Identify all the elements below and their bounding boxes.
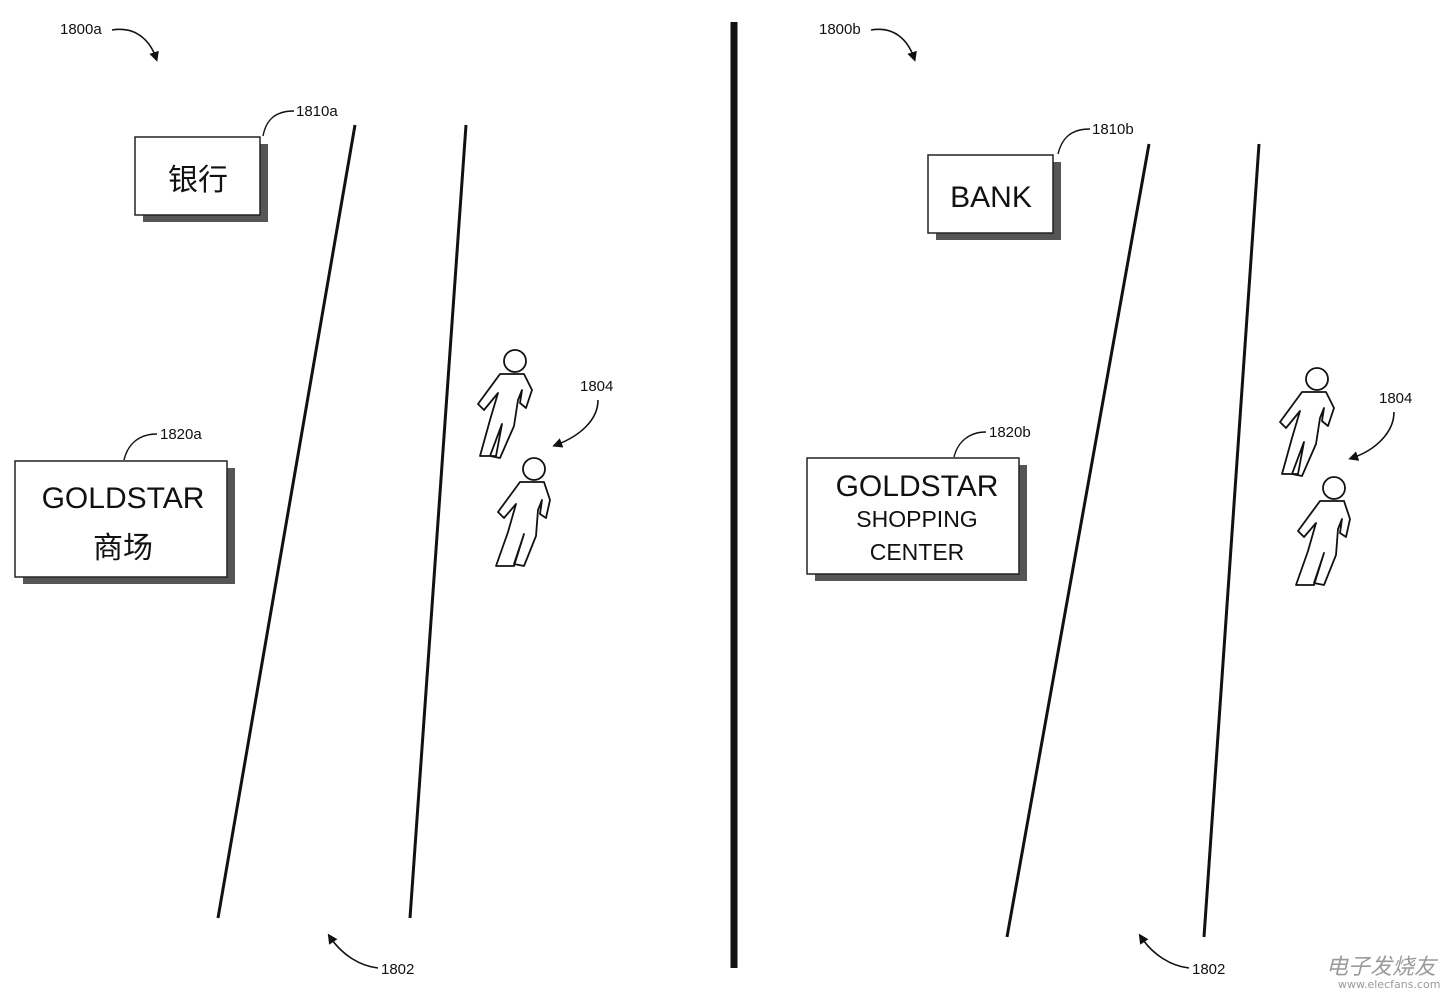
sign-goldstar-chinese-line1: GOLDSTAR xyxy=(42,482,205,515)
sign-goldstar-chinese-line2: 商场 xyxy=(93,532,153,565)
sign-bank-chinese-text: 银行 xyxy=(168,164,228,197)
road-ref-arrow-right xyxy=(1138,933,1190,969)
pedestrians-ref-arrow-left xyxy=(552,399,599,448)
pedestrians-ref-label-right: 1804 xyxy=(1379,390,1412,407)
pedestrian-icon xyxy=(495,457,551,567)
sign-bank-ref-label-right: 1810b xyxy=(1092,121,1134,138)
sign-bank-chinese: 银行 xyxy=(134,136,268,222)
sign-bank-english-text: BANK xyxy=(950,181,1032,214)
watermark-url: www.elecfans.com xyxy=(1338,978,1440,991)
sign-bank-ref-leader-right xyxy=(1057,128,1091,155)
sign-goldstar-ref-leader-left xyxy=(123,433,158,461)
figure-ref-label-left: 1800a xyxy=(60,21,102,38)
road-edge-right-inner xyxy=(1202,143,1261,938)
watermark-text: 电子发烧友 xyxy=(1326,955,1439,980)
watermark: 电子发烧友 www.elecfans.com xyxy=(1326,955,1440,991)
pedestrians-ref-label-left: 1804 xyxy=(580,378,613,395)
sign-goldstar-ref-leader-right xyxy=(953,431,987,458)
figure-ref-label-right: 1800b xyxy=(819,21,861,38)
figure-ref-arrow-right xyxy=(870,28,917,62)
sign-goldstar-english: GOLDSTAR SHOPPING CENTER xyxy=(806,457,1027,581)
pedestrian-icon xyxy=(1279,367,1335,477)
sign-goldstar-english-line3: CENTER xyxy=(870,539,965,565)
pedestrians-ref-arrow-right xyxy=(1348,411,1395,461)
pedestrian-icon xyxy=(477,349,533,459)
sign-goldstar-ref-label-right: 1820b xyxy=(989,424,1031,441)
sign-bank-ref-label-left: 1810a xyxy=(296,103,338,120)
figure-ref-arrow-left xyxy=(111,28,159,62)
sign-goldstar-english-line1: GOLDSTAR xyxy=(836,470,999,503)
sign-goldstar-english-line2: SHOPPING xyxy=(856,506,977,532)
road-ref-label-right: 1802 xyxy=(1192,961,1225,978)
right-panel: 1800b BANK 1810b GOLDSTAR SHOPPING CENTE… xyxy=(806,21,1412,978)
sign-goldstar-chinese: GOLDSTAR 商场 xyxy=(14,460,235,584)
sign-goldstar-ref-label-left: 1820a xyxy=(160,426,202,443)
road-edge-left-outer xyxy=(216,124,357,919)
sign-bank-english: BANK xyxy=(927,154,1061,240)
left-panel: 1800a 银行 1810a GOLDSTAR 商场 1820a xyxy=(14,21,613,978)
road-edge-left-inner xyxy=(408,124,468,919)
sign-bank-ref-leader-left xyxy=(262,110,295,137)
road-ref-arrow-left xyxy=(327,933,379,969)
road-ref-label-left: 1802 xyxy=(381,961,414,978)
pedestrian-icon xyxy=(1295,476,1351,586)
road-edge-right-outer xyxy=(1005,143,1151,938)
